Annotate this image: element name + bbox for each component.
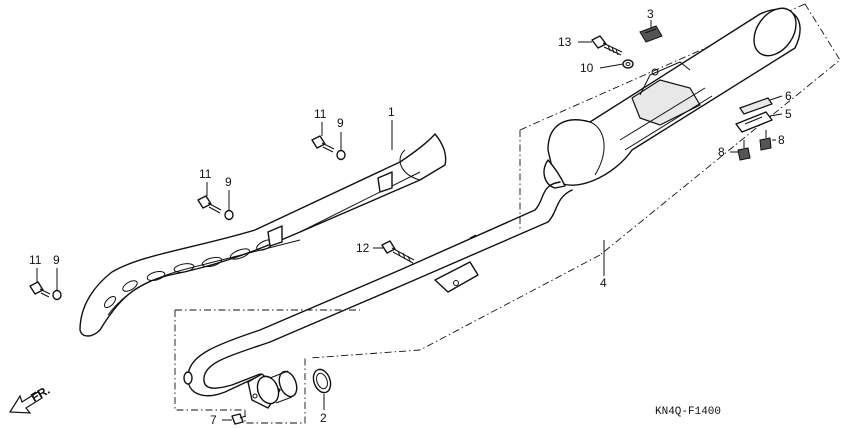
diagram-code: KN4Q-F1400 [655,406,721,418]
exhaust-pipe [183,181,573,409]
callout-8a: 8 [718,145,725,159]
washer-9a [336,149,346,161]
washer-9c [52,289,62,301]
bolt-13 [591,35,623,56]
washer-9b [224,209,234,221]
callout-4: 4 [600,276,607,290]
callout-7: 7 [210,413,217,427]
heat-protector [79,133,447,337]
callout-13: 13 [558,35,572,49]
callout-11a: 11 [314,107,327,121]
callout-3: 3 [647,7,654,21]
band-6 [739,97,773,115]
washer-10 [622,59,634,69]
callout-1: 1 [388,105,395,119]
band-5 [735,111,773,133]
callout-8b: 8 [778,133,785,147]
bolt-11a [311,135,335,153]
callout-10: 10 [580,61,594,75]
callout-11c: 11 [29,253,42,267]
front-direction-arrow: FR. [8,383,52,414]
arrow-icon [8,391,43,414]
bolt-11b [197,195,222,214]
callout-9a: 9 [337,116,344,130]
nut-8b [759,130,772,151]
callout-6: 6 [785,89,792,103]
callout-9c: 9 [53,253,60,267]
bolt-11c [29,281,51,298]
callout-labels: 1 2 3 4 5 6 7 8 8 9 9 9 10 11 11 11 12 1… [29,7,792,427]
muffler [543,7,801,189]
nut-7 [231,413,247,425]
nut-8a [737,140,751,161]
callout-2: 2 [320,411,327,425]
gasket-3 [639,25,663,43]
leader-lines [36,20,783,421]
callout-5: 5 [785,107,792,121]
callout-11b: 11 [199,167,212,181]
callout-9b: 9 [225,175,232,189]
bolt-12 [381,240,415,264]
callout-12: 12 [356,241,370,255]
gasket-2 [312,368,332,394]
